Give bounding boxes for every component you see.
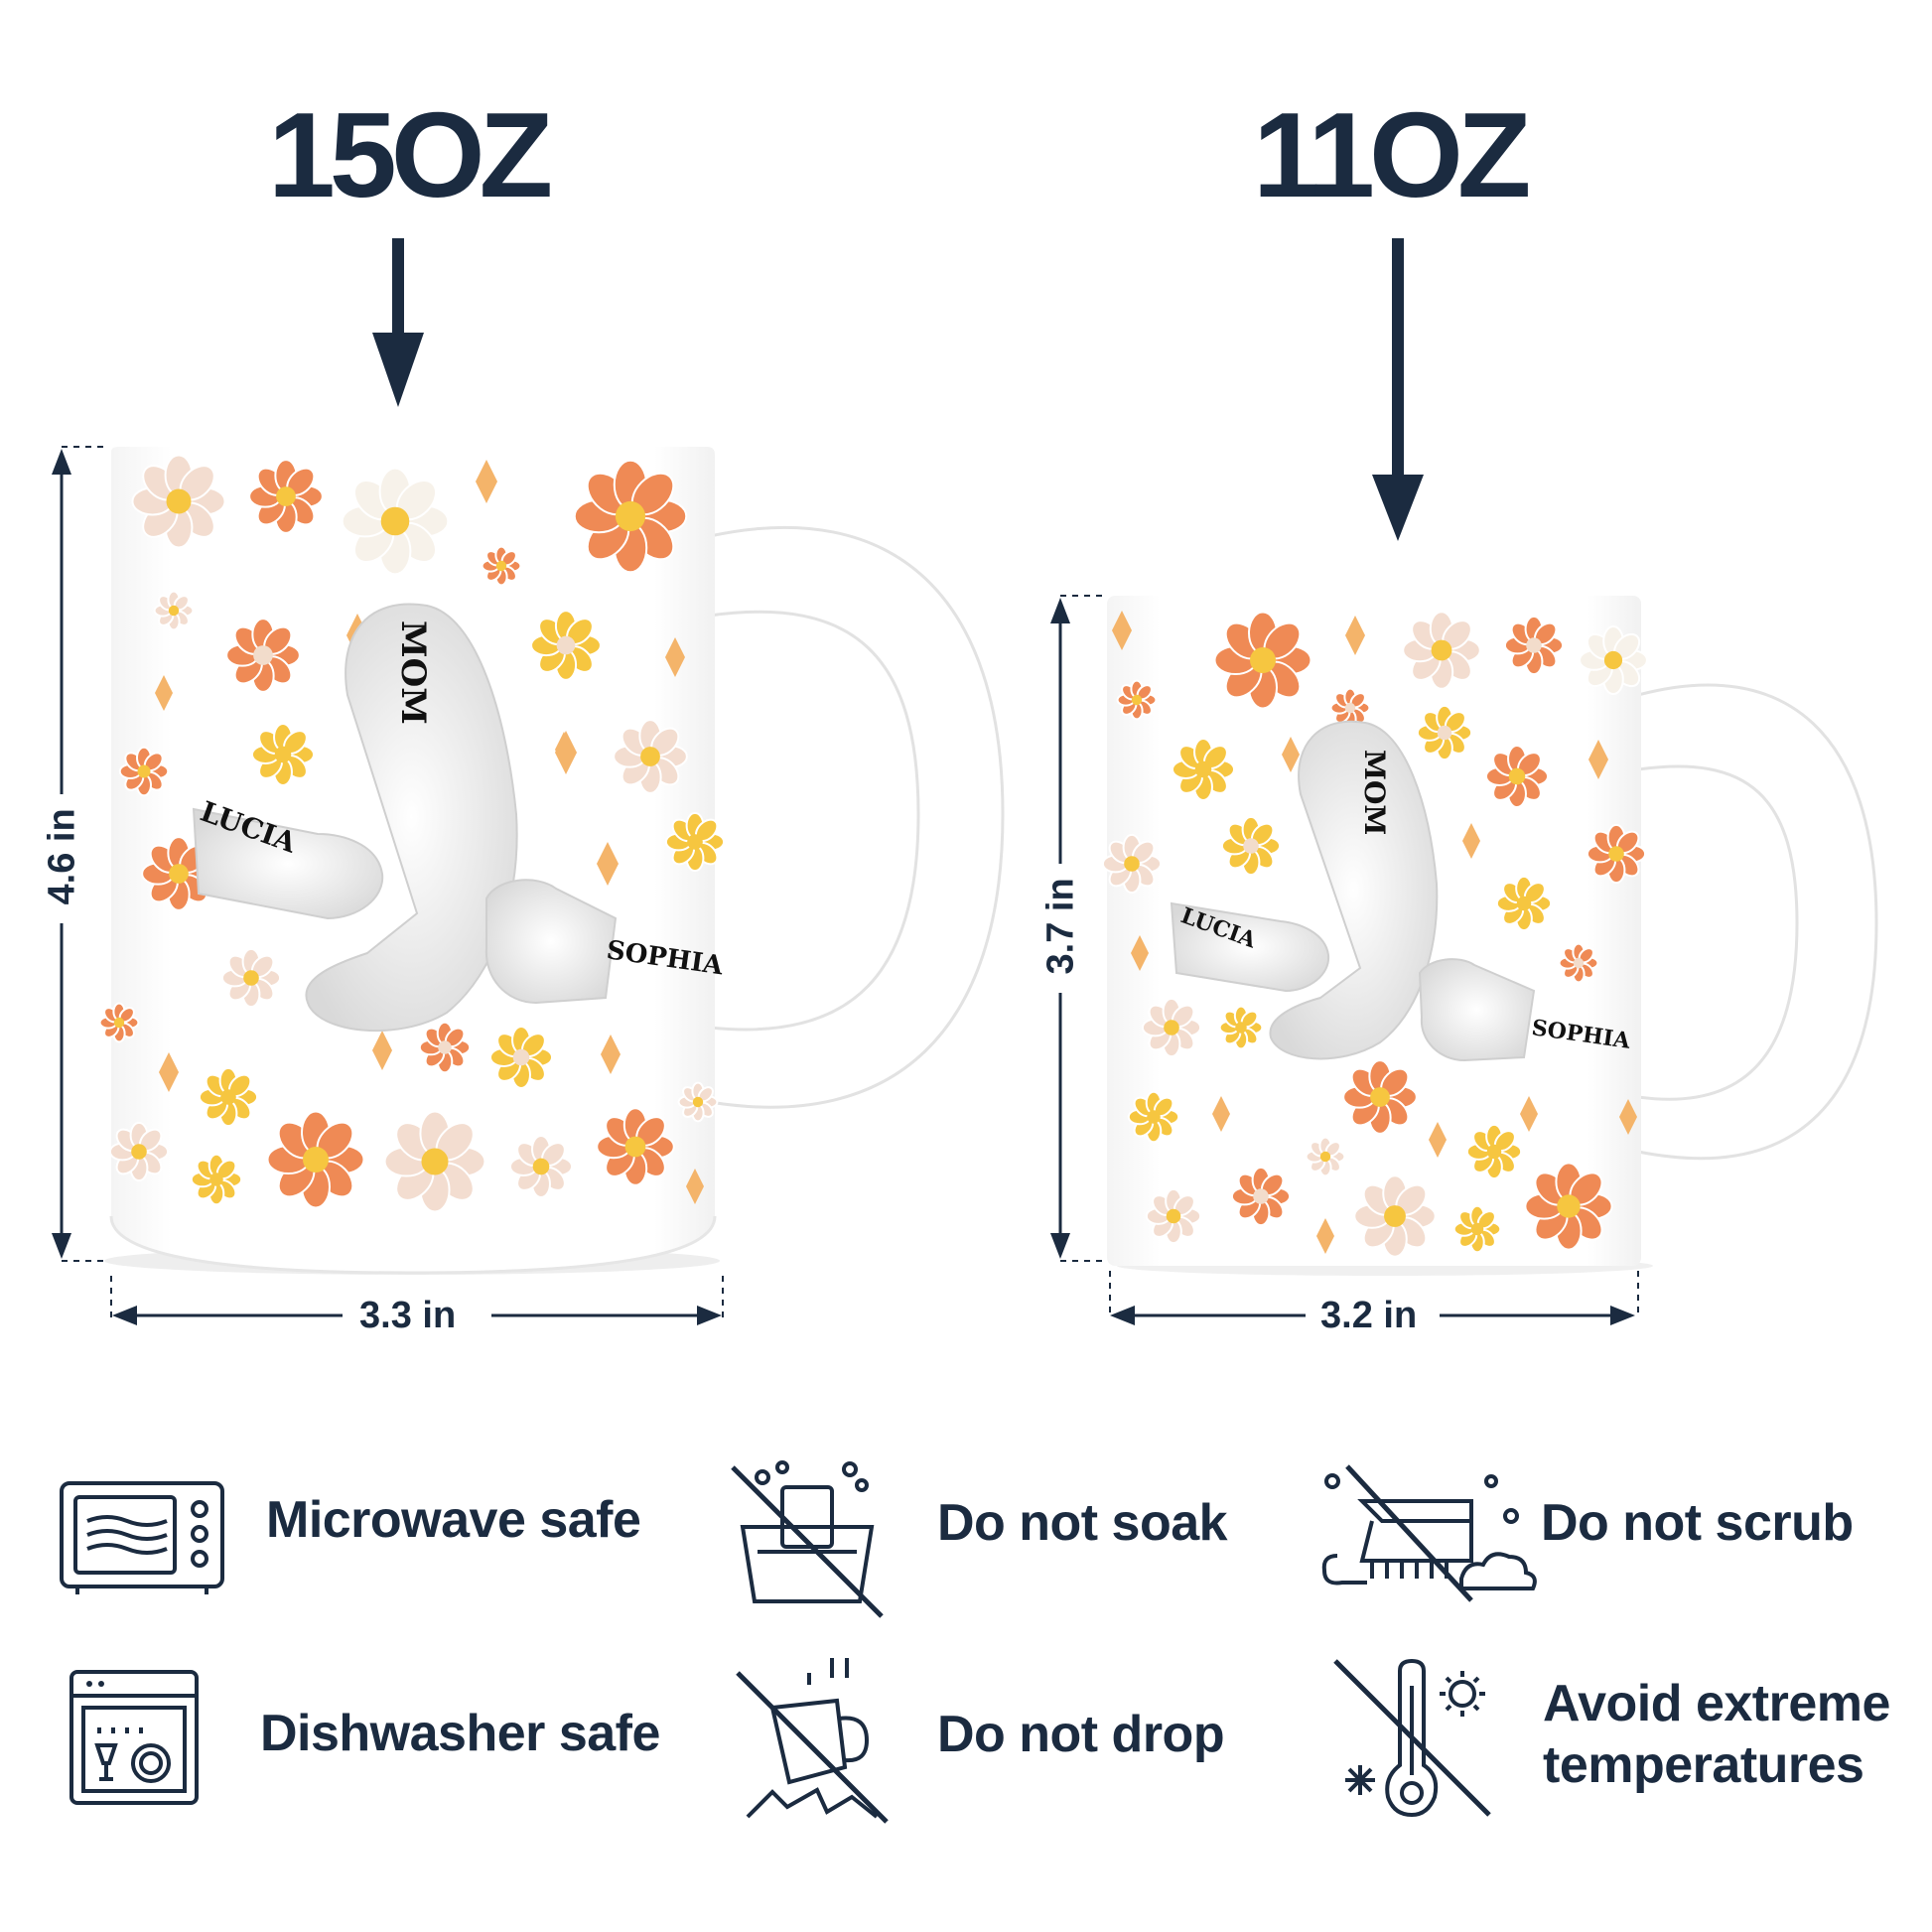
flower-decoration xyxy=(108,1121,170,1182)
flower-decoration xyxy=(198,1066,259,1128)
no-drop-icon xyxy=(736,1658,889,1824)
flower-decoration xyxy=(1342,1059,1418,1135)
sparkle-decoration xyxy=(1131,935,1149,971)
dishwasher-icon xyxy=(69,1670,199,1805)
sparkle-decoration xyxy=(686,1169,704,1204)
care-label-temperature: Avoid extreme temperatures xyxy=(1543,1673,1890,1797)
flower-decoration xyxy=(1579,625,1648,695)
flower-decoration xyxy=(1127,1090,1180,1144)
flower-decoration xyxy=(220,947,282,1009)
sparkle-decoration xyxy=(1112,611,1132,650)
flower-decoration xyxy=(573,459,688,574)
print-name-mom-large: MOM xyxy=(393,621,433,725)
sparkle-decoration xyxy=(1619,1099,1637,1135)
sparkle-decoration xyxy=(601,1035,621,1074)
dimension-lines-large xyxy=(52,446,724,1325)
print-name-mom-small: MOM xyxy=(1358,750,1391,835)
sparkle-decoration xyxy=(1588,740,1608,779)
height-label-11oz: 3.7 in xyxy=(1039,878,1082,975)
flower-decoration xyxy=(677,1081,719,1123)
flower-decoration xyxy=(1416,704,1473,761)
flower-decoration xyxy=(1220,815,1282,877)
flower-decoration xyxy=(131,454,226,549)
hands-graphic-small xyxy=(1170,720,1536,1062)
flower-decoration xyxy=(383,1110,486,1213)
care-label-dishwasher: Dishwasher safe xyxy=(260,1705,660,1762)
flower-decoration xyxy=(1558,942,1599,984)
sparkle-decoration xyxy=(155,675,173,711)
flower-decoration xyxy=(1495,875,1553,932)
flower-decoration xyxy=(1484,744,1550,809)
sparkle-decoration xyxy=(1429,1122,1447,1158)
height-label-15oz: 4.6 in xyxy=(41,808,83,905)
flower-decoration xyxy=(1145,1187,1202,1245)
care-label-temperature-line2: temperatures xyxy=(1543,1736,1864,1795)
care-label-drop: Do not drop xyxy=(937,1706,1225,1763)
flower-decoration xyxy=(596,1107,675,1186)
dimension-lines-small xyxy=(1050,595,1639,1325)
care-label-scrub: Do not scrub xyxy=(1541,1494,1854,1552)
flower-decoration xyxy=(1586,823,1647,885)
no-soak-icon xyxy=(731,1460,884,1618)
no-scrub-icon xyxy=(1321,1464,1537,1602)
sparkle-decoration xyxy=(1462,823,1480,859)
flower-decoration xyxy=(1353,1174,1437,1258)
care-label-soak: Do not soak xyxy=(937,1494,1228,1552)
hands-graphic-large xyxy=(192,603,618,1033)
flower-decoration xyxy=(508,1134,574,1199)
care-label-microwave: Microwave safe xyxy=(266,1491,641,1549)
sparkle-decoration xyxy=(159,1052,179,1092)
flower-decoration xyxy=(1402,611,1481,690)
flower-decoration xyxy=(613,719,688,794)
flower-decoration xyxy=(1213,611,1312,710)
sparkle-decoration xyxy=(476,460,497,503)
sparkle-decoration xyxy=(555,732,573,767)
flower-decoration xyxy=(248,459,324,534)
sparkle-decoration xyxy=(1520,1096,1538,1132)
flower-decoration xyxy=(266,1110,365,1209)
arrow-down-small xyxy=(1372,238,1424,541)
no-extreme-temperature-icon xyxy=(1333,1658,1491,1818)
flower-decoration xyxy=(1465,1123,1523,1180)
flower-decoration xyxy=(250,722,316,787)
flower-pattern-small xyxy=(1101,611,1648,1258)
flower-decoration xyxy=(1524,1162,1613,1251)
flower-decoration xyxy=(190,1153,243,1206)
size-title-11oz: 11OZ xyxy=(1253,87,1531,222)
flower-decoration xyxy=(98,1002,140,1043)
flower-pattern-large xyxy=(98,454,726,1213)
flower-decoration xyxy=(1171,737,1236,802)
flower-decoration xyxy=(481,545,522,587)
flower-decoration xyxy=(1503,615,1565,676)
sparkle-decoration xyxy=(1212,1096,1230,1132)
width-label-15oz: 3.3 in xyxy=(359,1295,457,1336)
flower-decoration xyxy=(341,467,450,576)
flower-decoration xyxy=(118,746,170,797)
flower-decoration xyxy=(418,1021,472,1074)
flower-decoration xyxy=(1230,1166,1292,1227)
flower-decoration xyxy=(488,1025,554,1090)
size-title-15oz: 15OZ xyxy=(268,87,553,222)
flower-decoration xyxy=(1305,1136,1346,1177)
sparkle-decoration xyxy=(372,1031,392,1070)
sparkle-decoration xyxy=(665,637,685,677)
flower-decoration xyxy=(1218,1005,1264,1050)
flower-decoration xyxy=(153,590,195,631)
flower-decoration xyxy=(1452,1204,1502,1254)
width-label-11oz: 3.2 in xyxy=(1320,1295,1418,1336)
flower-decoration xyxy=(530,610,602,681)
flower-decoration xyxy=(1101,833,1163,895)
care-label-temperature-line1: Avoid extreme xyxy=(1543,1675,1890,1732)
microwave-icon xyxy=(60,1481,224,1594)
flower-decoration xyxy=(225,618,301,693)
flower-decoration xyxy=(1116,679,1158,721)
sparkle-decoration xyxy=(597,842,619,886)
flower-decoration xyxy=(1141,997,1202,1058)
flower-decoration xyxy=(664,811,726,873)
sparkle-decoration xyxy=(1316,1218,1334,1254)
sparkle-decoration xyxy=(1282,737,1300,772)
sparkle-decoration xyxy=(1345,616,1365,655)
arrow-down-large xyxy=(372,238,424,407)
